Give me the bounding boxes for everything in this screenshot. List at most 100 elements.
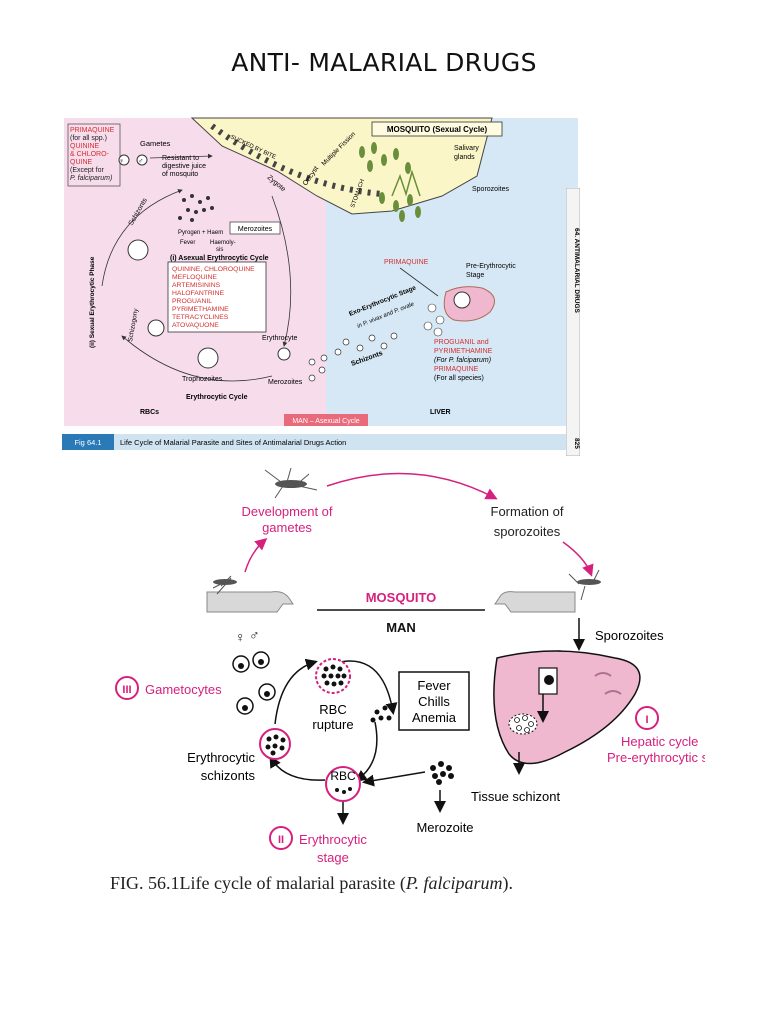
mosquito-label: MOSQUITO bbox=[366, 590, 437, 605]
pg-3: (For P. falciparum) bbox=[434, 357, 491, 364]
pt-3: QUININE bbox=[70, 143, 100, 150]
stage2-circle bbox=[269, 826, 293, 850]
drug-4: HALOFANTRINE bbox=[172, 290, 225, 297]
man-label: MAN bbox=[386, 620, 416, 635]
stage2-num: II bbox=[278, 834, 284, 846]
drug-7: TETRACYCLINES bbox=[172, 314, 229, 321]
sidebar-page: 825 bbox=[573, 438, 580, 449]
symptom-1: Fever bbox=[417, 678, 451, 693]
pt-7: P. falciparum) bbox=[70, 175, 112, 182]
tissue-dots bbox=[514, 715, 534, 733]
stage1-circle bbox=[635, 706, 659, 730]
female-symbol: ♀ bbox=[235, 629, 246, 645]
man-asexual-box bbox=[284, 414, 368, 426]
sporozoites-label: Sporozoites bbox=[472, 186, 509, 193]
formation-2: sporozoites bbox=[494, 524, 561, 539]
pre-erythrocytic-2: Stage bbox=[466, 272, 484, 279]
figure-life-cycle-drugs: MOSQUITO (Sexual Cycle) SUCKED BY BITE Z… bbox=[62, 116, 580, 456]
pt-6: (Except for bbox=[70, 167, 105, 174]
fever-label: Fever bbox=[180, 240, 195, 246]
svg-text:♂: ♂ bbox=[138, 158, 143, 165]
pg-2: PYRIMETHAMINE bbox=[434, 348, 493, 355]
trophozoites-label: Trophozoites bbox=[182, 376, 223, 383]
pg-5: (For all species) bbox=[434, 375, 484, 382]
figure-life-cycle-falciparum: Development of gametes Formation of spor… bbox=[95, 462, 733, 880]
drug-6: PYRIMETHAMINE bbox=[172, 306, 229, 313]
formation: Formation of sporozoites bbox=[491, 504, 564, 539]
drug-box bbox=[167, 261, 267, 333]
erythro-schizonts-1: Erythrocytic bbox=[187, 750, 255, 765]
primaquine-mid-label: PRIMAQUINE bbox=[384, 259, 429, 266]
pre-erythrocytic-1: Pre-Erythrocytic bbox=[466, 263, 516, 270]
svg-text:♀: ♀ bbox=[119, 158, 124, 165]
primaquine-top-box bbox=[67, 123, 121, 187]
erythrocyte-label: Erythrocyte bbox=[262, 335, 298, 342]
primaquine-top-list: PRIMAQUINE (for all spp.) QUININE & CHLO… bbox=[70, 127, 115, 182]
pg-4: PRIMAQUINE bbox=[434, 366, 479, 373]
drug-3: ARTEMISININS bbox=[172, 282, 221, 289]
mosquito-top-icon bbox=[264, 467, 318, 499]
fig-label-box bbox=[62, 434, 114, 450]
formation-1: Formation of bbox=[491, 504, 564, 519]
page-title: ANTI- MALARIAL DRUGS bbox=[231, 48, 537, 77]
pg-1: PROGUANIL and bbox=[434, 339, 489, 346]
dev-gametes: Development of gametes bbox=[241, 504, 332, 535]
dev-gametes-1: Development of bbox=[241, 504, 332, 519]
mosquito-box-label: MOSQUITO (Sexual Cycle) bbox=[387, 125, 488, 134]
merozoite-label: Merozoite bbox=[416, 820, 473, 835]
erythro-schizonts: Erythrocytic schizonts bbox=[187, 750, 255, 783]
erythrocytic-stage-2: stage bbox=[317, 850, 349, 865]
salivary-label-1: Salivary bbox=[454, 145, 479, 152]
fig-caption-text: Life Cycle of Malarial Parasite and Site… bbox=[120, 438, 346, 447]
drug-5: PROGUANIL bbox=[172, 298, 212, 305]
drug-1: QUININE, CHLOROQUINE bbox=[172, 266, 255, 273]
gametocyte-nuclei bbox=[238, 659, 270, 711]
hepatic-2: Pre-erythrocytic stage bbox=[607, 750, 705, 765]
salivary-dots bbox=[359, 142, 421, 222]
gametes-label: Gametes bbox=[140, 139, 171, 148]
schizont-dots bbox=[265, 734, 286, 756]
haemolysis-label: Haemoly- bbox=[210, 240, 236, 246]
pt-5: QUINE bbox=[70, 159, 93, 166]
salivary-gland-shape bbox=[391, 169, 421, 197]
drug-8: ATOVAQUONE bbox=[172, 322, 219, 329]
rbc-rupture-2: rupture bbox=[312, 717, 353, 732]
merozoites-box-label: Merozoites bbox=[238, 226, 273, 233]
stage3-circle bbox=[115, 676, 139, 700]
gametocytes-label: Gametocytes bbox=[145, 682, 222, 697]
caption-suffix: ). bbox=[502, 873, 514, 893]
pyrogen-label: Pyrogen + Haem bbox=[178, 230, 223, 236]
rbc-rupture: RBC rupture bbox=[312, 702, 353, 732]
symptoms-box bbox=[398, 671, 470, 731]
resistant-3: of mosquito bbox=[162, 171, 198, 178]
rbc-label: RBC bbox=[330, 769, 356, 783]
left-hand-icon bbox=[206, 575, 294, 613]
page-sidebar: 64. ANTIMALARIAL DRUGS 825 bbox=[565, 187, 581, 457]
merozoite-cluster bbox=[178, 194, 214, 222]
sporozoites-label: Sporozoites bbox=[595, 628, 664, 643]
male-symbol: ♂ bbox=[249, 627, 260, 643]
sidebar-title: 64. ANTIMALARIAL DRUGS bbox=[573, 228, 580, 314]
erythro-schizonts-2: schizonts bbox=[201, 768, 256, 783]
mosquito-region bbox=[190, 117, 493, 215]
pt-2: (for all spp.) bbox=[70, 135, 107, 142]
gametocyte-cells bbox=[232, 651, 276, 715]
merozoite-scatter bbox=[370, 705, 392, 723]
symptom-2: Chills bbox=[418, 694, 450, 709]
man-asexual-label: MAN – Asexual Cycle bbox=[292, 418, 359, 425]
stage3-num: III bbox=[122, 684, 131, 696]
rbc-dots bbox=[335, 787, 352, 794]
figure-caption: FIG. 56.1Life cycle of malarial parasite… bbox=[110, 873, 513, 894]
fig-caption-bar bbox=[62, 434, 580, 450]
merozoite-row bbox=[308, 332, 398, 382]
sis-label: sis bbox=[216, 247, 223, 253]
merozoites-label: Merozoites bbox=[268, 379, 303, 386]
salivary-label-2: glands bbox=[454, 154, 475, 161]
erythrocytic-stage-1: Erythrocytic bbox=[299, 832, 367, 847]
right-hand-icon bbox=[494, 569, 601, 613]
merozoite-group bbox=[430, 761, 454, 785]
drug-list: QUININE, CHLOROQUINE MEFLOQUINE ARTEMISI… bbox=[172, 266, 255, 329]
drug-2: MEFLOQUINE bbox=[172, 274, 217, 281]
figure-life-cycle-drugs-svg: MOSQUITO (Sexual Cycle) SUCKED BY BITE Z… bbox=[62, 116, 580, 456]
hepatic-1: Hepatic cycle bbox=[621, 734, 698, 749]
